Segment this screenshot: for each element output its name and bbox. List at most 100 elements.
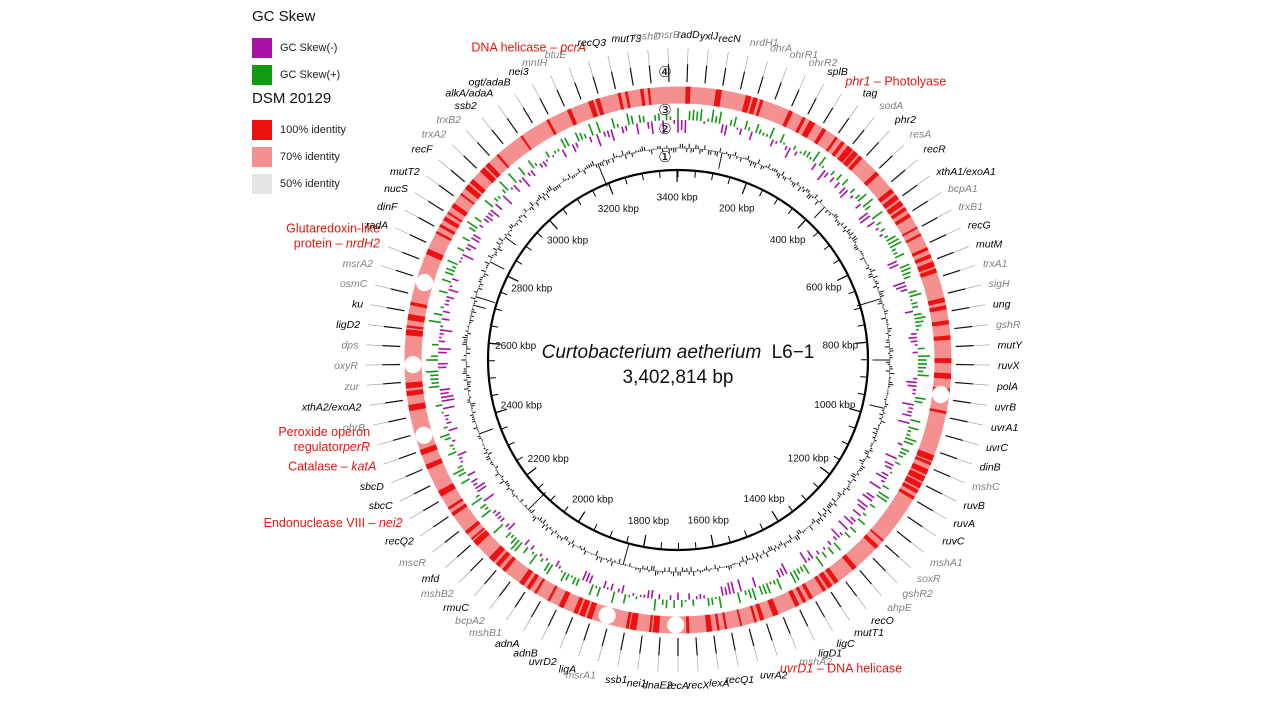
gc-skew-mark (889, 241, 902, 249)
gc-skew-mark (539, 553, 543, 557)
gene-marker (409, 234, 427, 243)
gc-skew-mark (862, 493, 873, 502)
identity-segment (406, 325, 424, 330)
axis-tick-label: 2400 kbp (501, 401, 543, 412)
gc-skew-mark (561, 149, 568, 158)
gc-skew-mark (762, 584, 768, 595)
gene-name: recR (924, 144, 947, 156)
gene-name: alkA/adaA (445, 88, 493, 100)
gene-leader-line (960, 265, 976, 271)
gc-skew-mark (571, 576, 577, 585)
gene-name: mshB2 (421, 588, 454, 600)
gene-name: recQ3 (577, 37, 606, 49)
gene-leader-line (445, 556, 458, 568)
gene-leader-line (559, 633, 567, 649)
gc-skew-mark (769, 127, 775, 139)
gene-marker (498, 581, 511, 597)
gene-label: mutT3 (612, 33, 642, 45)
gc-skew-mark (439, 329, 453, 333)
gc-skew-mark (908, 406, 914, 410)
gc-skew-mark (438, 289, 448, 294)
gc-skew-mark (875, 227, 880, 231)
gene-marker (382, 345, 401, 348)
gene-leader-line (399, 493, 415, 502)
axis-tick-label: 1000 kbp (814, 400, 856, 411)
gc-skew-mark (849, 195, 854, 199)
gene-description: regulator (294, 440, 343, 454)
gene-name: phr1 (844, 74, 870, 88)
gc-skew-mark (720, 124, 724, 134)
gene-name: nei1 (627, 677, 647, 689)
identity-segment (927, 297, 946, 306)
gene-label: recX (688, 679, 711, 691)
gene-marker (748, 628, 755, 647)
gene-marker (506, 117, 519, 134)
gc-skew-mark (575, 578, 580, 587)
gene-label: adnA (495, 638, 520, 650)
gene-marker (949, 417, 968, 423)
identity-segment (814, 575, 827, 592)
gene-label: mshD (633, 31, 661, 43)
gene-leader-line (366, 383, 383, 386)
axis-tick-label: 600 kbp (806, 283, 842, 294)
axis-minor-tick (694, 542, 697, 550)
gene-marker (872, 557, 887, 572)
gc-skew-mark (445, 299, 450, 303)
identity-segment (488, 545, 506, 562)
identity-segment (460, 192, 475, 205)
gc-skew-mark (815, 555, 824, 567)
gc-skew-mark (466, 220, 478, 229)
gc-skew-mark (518, 167, 526, 176)
gc-skew-mark (558, 565, 562, 569)
gene-marker (658, 637, 661, 656)
gc-skew-mark (514, 541, 523, 552)
identity-segment (652, 615, 661, 633)
gc-skew-mark (540, 558, 544, 563)
gene-leader-line (910, 542, 924, 553)
gc-skew-mark (817, 169, 826, 181)
gene-name: mutT3 (612, 33, 642, 45)
gene-name: zur (343, 381, 359, 393)
gene-leader-line (404, 209, 419, 218)
gc-skew-mark (457, 464, 463, 469)
gc-skew-mark (748, 131, 753, 141)
identity-segment (910, 462, 929, 475)
identity-segment (831, 140, 845, 157)
gene-label: mutY (998, 339, 1024, 351)
axis-minor-tick (694, 170, 697, 178)
gene-leader-line (972, 324, 989, 327)
gc-skew-mark (799, 566, 804, 572)
gc-skew-mark (833, 541, 842, 551)
axis-tick-label: 2600 kbp (495, 341, 537, 352)
identity-segment (890, 207, 907, 220)
gene-name: nrdH2 (346, 237, 380, 251)
gc-skew-mark (815, 550, 820, 555)
legend-label: 100% identity (280, 123, 347, 136)
gene-name: adnB (513, 648, 538, 660)
identity-segment (496, 153, 510, 169)
gc-skew-mark (610, 583, 614, 591)
axis-tick-label: 1400 kbp (744, 494, 786, 505)
gc-skew-mark (624, 125, 628, 132)
identity-segment (447, 498, 464, 510)
gene-marker (954, 325, 973, 330)
gene-marker (782, 617, 791, 635)
gene-label: uvrA1 (991, 422, 1018, 434)
gene-description: protein – (294, 237, 346, 251)
axis-major-tick (836, 274, 849, 282)
gene-name: lexA (709, 677, 729, 689)
gene-marker (620, 632, 625, 651)
axis-minor-tick (813, 482, 819, 489)
gene-leader-line (607, 55, 612, 72)
gc-skew-mark (802, 150, 807, 156)
gene-marker (884, 544, 900, 558)
axis-minor-tick (516, 456, 524, 462)
gene-name: adnA (495, 638, 520, 650)
identity-segment (886, 200, 904, 215)
axis-minor-tick (576, 198, 582, 206)
gc-skew-mark (650, 589, 654, 599)
gene-marker (739, 71, 746, 90)
gc-skew-mark (451, 277, 459, 282)
legend-item-identity-100: 100% identity (252, 116, 412, 143)
